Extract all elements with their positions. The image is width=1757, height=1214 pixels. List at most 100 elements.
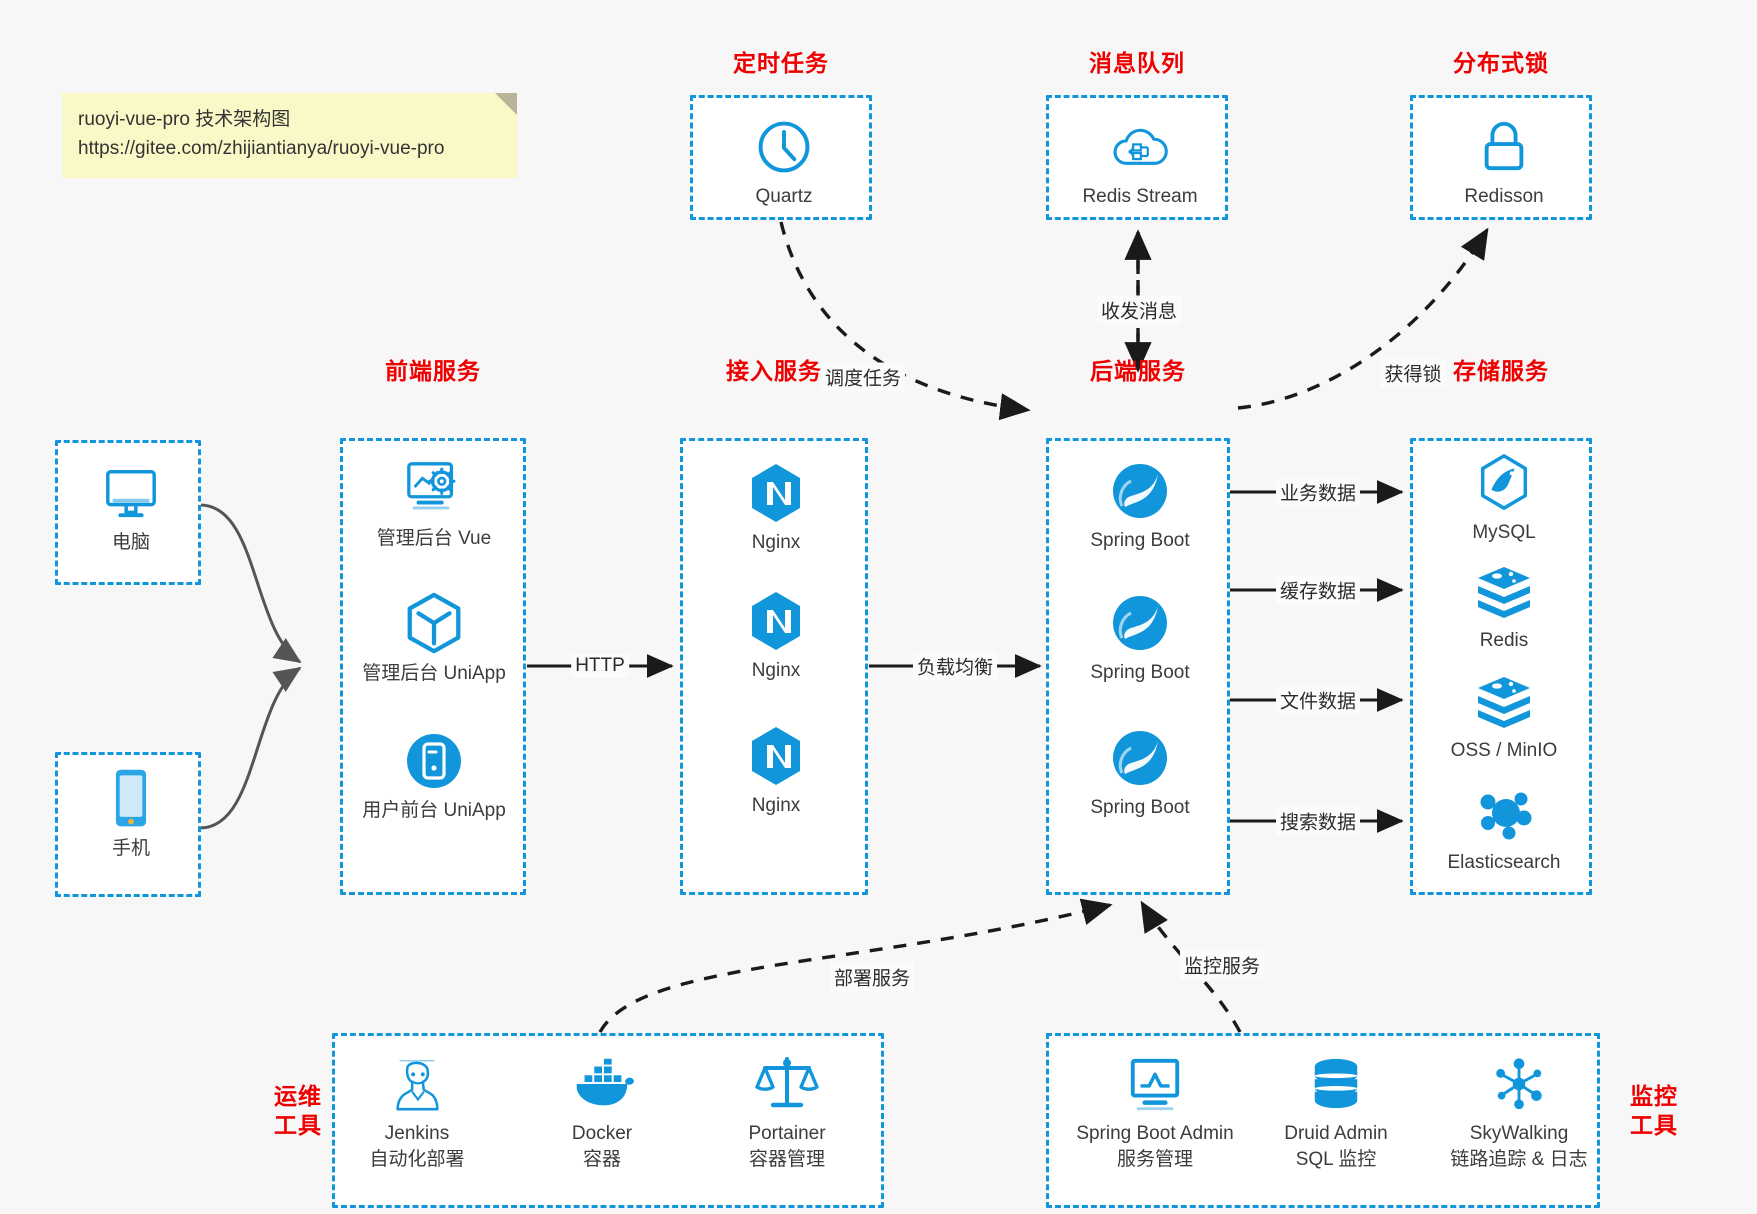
node-label: Spring Boot (1090, 530, 1190, 551)
node-nginx-2[interactable]: Nginx (685, 589, 867, 684)
node-label: Jenkins (384, 1123, 450, 1144)
docker-icon (511, 1052, 693, 1116)
node-label: Druid Admin (1284, 1123, 1388, 1144)
node-sublabel: 自动化部署 (369, 1148, 465, 1170)
group-box-client-desktop: 电脑 (55, 440, 201, 585)
vue-cube-icon (343, 592, 525, 656)
edge-label-search-data: 搜索数据 (1275, 806, 1361, 836)
node-label: Nginx (751, 660, 801, 681)
nginx-icon (685, 461, 867, 525)
database-icon (1245, 1052, 1427, 1116)
group-box-storage: MySQL Redis (1410, 438, 1592, 895)
node-mysql[interactable]: MySQL (1413, 451, 1595, 546)
node-spring-boot-2[interactable]: Spring Boot (1049, 591, 1231, 686)
lock-icon (1413, 115, 1595, 179)
node-jenkins[interactable]: Jenkins 自动化部署 (326, 1052, 508, 1172)
node-label: Nginx (751, 795, 801, 816)
note-line-2: https://gitee.com/zhijiantianya/ruoyi-vu… (78, 138, 445, 160)
node-label: Elasticsearch (1447, 852, 1561, 873)
node-redisson[interactable]: Redisson (1413, 115, 1595, 210)
group-box-gateway: Nginx Nginx Nginx (680, 438, 868, 895)
node-desktop[interactable]: 电脑 (40, 461, 222, 556)
group-box-backend: Spring Boot Spring Boot Spring Boot (1046, 438, 1230, 895)
node-user-uniapp[interactable]: 用户前台 UniApp (343, 729, 525, 824)
redis-icon (1413, 559, 1595, 623)
section-title-scheduler: 定时任务 (733, 50, 829, 76)
edge-label-get-lock: 获得锁 (1380, 358, 1446, 388)
section-title-devops: 运维 工具 (258, 1082, 338, 1140)
node-admin-vue[interactable]: 管理后台 Vue (343, 457, 525, 552)
devops-title-line-1: 运维 (274, 1083, 322, 1109)
oss-icon (1413, 669, 1595, 733)
edge-label-lb: 负载均衡 (912, 651, 998, 681)
edge-label-schedule: 调度任务 (820, 362, 906, 392)
node-portainer[interactable]: Portainer 容器管理 (696, 1052, 878, 1172)
node-label: Redis Stream (1082, 186, 1198, 207)
node-docker[interactable]: Docker 容器 (511, 1052, 693, 1172)
monitoring-title-line-1: 监控 (1630, 1083, 1678, 1109)
monitor-chart-icon (1045, 1052, 1265, 1116)
node-label: 手机 (111, 838, 150, 859)
node-label: SkyWalking (1469, 1123, 1569, 1144)
node-skywalking[interactable]: SkyWalking 链路追踪 & 日志 (1415, 1052, 1623, 1172)
nginx-icon (685, 724, 867, 788)
node-label: Spring Boot Admin (1076, 1123, 1234, 1144)
monitoring-title-line-2: 工具 (1630, 1111, 1678, 1138)
node-label: MySQL (1472, 522, 1536, 543)
section-title-storage: 存储服务 (1453, 358, 1549, 384)
node-label: 管理后台 Vue (376, 528, 492, 549)
cloud-stream-icon (1049, 115, 1231, 179)
node-nginx-3[interactable]: Nginx (685, 724, 867, 819)
group-box-mq: Redis Stream (1046, 95, 1228, 220)
edge-label-cache-data: 缓存数据 (1275, 575, 1361, 605)
node-label: Portainer (748, 1123, 826, 1144)
section-title-monitoring: 监控 工具 (1614, 1082, 1694, 1140)
node-spring-boot-admin[interactable]: Spring Boot Admin 服务管理 (1045, 1052, 1265, 1172)
devops-title-line-2: 工具 (274, 1111, 322, 1138)
spring-boot-icon (1049, 459, 1231, 523)
section-title-lock: 分布式锁 (1453, 50, 1549, 76)
node-quartz[interactable]: Quartz (693, 115, 875, 210)
dashboard-gear-icon (343, 457, 525, 521)
section-title-backend: 后端服务 (1090, 358, 1186, 384)
nginx-icon (685, 589, 867, 653)
node-elasticsearch[interactable]: Elasticsearch (1413, 781, 1595, 876)
elasticsearch-icon (1413, 781, 1595, 845)
group-box-devops: Jenkins 自动化部署 Docker 容器 (332, 1033, 884, 1208)
spring-boot-icon (1049, 726, 1231, 790)
spring-boot-icon (1049, 591, 1231, 655)
node-sublabel: 服务管理 (1116, 1148, 1193, 1170)
node-spring-boot-1[interactable]: Spring Boot (1049, 459, 1231, 554)
node-label: 电脑 (111, 532, 150, 553)
group-box-lock: Redisson (1410, 95, 1592, 220)
node-admin-uniapp[interactable]: 管理后台 UniApp (343, 592, 525, 687)
node-druid-admin[interactable]: Druid Admin SQL 监控 (1245, 1052, 1427, 1172)
node-label: Spring Boot (1090, 662, 1190, 683)
edge-label-biz-data: 业务数据 (1275, 477, 1361, 507)
group-box-scheduler: Quartz (690, 95, 872, 220)
node-label: 用户前台 UniApp (362, 800, 506, 821)
node-sublabel: 链路追踪 & 日志 (1450, 1148, 1588, 1170)
edge-label-message: 收发消息 (1096, 295, 1182, 325)
node-redis[interactable]: Redis (1413, 559, 1595, 654)
app-circle-icon (343, 729, 525, 793)
group-box-client-mobile: 手机 (55, 752, 201, 897)
edge-label-monitor: 监控服务 (1179, 950, 1265, 980)
node-sublabel: SQL 监控 (1295, 1148, 1377, 1170)
node-nginx-1[interactable]: Nginx (685, 461, 867, 556)
node-oss-minio[interactable]: OSS / MinIO (1413, 669, 1595, 764)
node-label: Redisson (1464, 186, 1544, 207)
node-label: Redis (1479, 630, 1529, 651)
note-fold-corner (495, 93, 517, 115)
node-mobile[interactable]: 手机 (40, 767, 222, 862)
clock-icon (693, 115, 875, 179)
node-label: 管理后台 UniApp (362, 663, 506, 684)
node-spring-boot-3[interactable]: Spring Boot (1049, 726, 1231, 821)
node-redis-stream[interactable]: Redis Stream (1049, 115, 1231, 210)
skywalking-icon (1415, 1052, 1623, 1116)
node-label: Spring Boot (1090, 797, 1190, 818)
group-box-frontend: 管理后台 Vue 管理后台 UniApp 用户前台 UniApp (340, 438, 526, 895)
portainer-icon (696, 1052, 878, 1116)
node-sublabel: 容器管理 (748, 1148, 825, 1170)
